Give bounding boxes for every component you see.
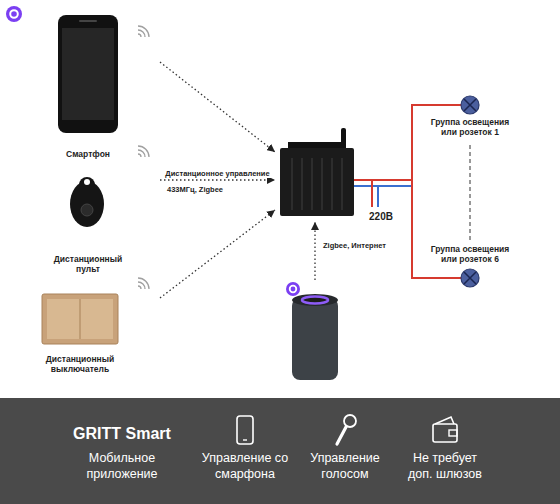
wifi-icon (138, 26, 149, 37)
wifi-arc (138, 282, 145, 289)
switch-split (79, 299, 80, 339)
wireless-link (160, 62, 275, 152)
smart-speaker-node (285, 280, 345, 384)
alice-icon-ring (10, 10, 18, 18)
power-wire (354, 180, 424, 278)
mic-icon (344, 415, 356, 427)
mains-wire (377, 186, 379, 207)
phone-icon-button (243, 439, 247, 440)
switch-keys (47, 299, 113, 339)
brand-name: GRITT Smart (52, 424, 192, 443)
module-ridges (292, 158, 342, 210)
lamp-cross (464, 99, 476, 111)
edge-label: Zigbee, Интернет (321, 241, 388, 250)
feature-caption: Не требует доп. шлюзов (405, 450, 485, 482)
node-label: Группа освещения или розеток 6 (426, 244, 514, 264)
feature-caption: Мобильное приложение (67, 450, 177, 482)
wifi-arc (138, 146, 149, 157)
mic-icon-handle (337, 427, 346, 444)
wallet-icon-flap (435, 417, 454, 424)
wallet-icon (433, 424, 457, 442)
ridge (331, 158, 333, 210)
switch-node: Дистанционный выключатель (30, 282, 160, 382)
relay-module-node (276, 126, 354, 221)
lamp-lead (424, 104, 461, 106)
node-label: Группа освещения или розеток 1 (426, 117, 514, 137)
node-label: Дистанционный пульт (48, 254, 128, 274)
lamp-group-node: Группа освещения или розеток 1 (424, 93, 516, 143)
power-wire (354, 105, 424, 180)
wireless-link (160, 210, 275, 298)
feature-caption: Управление со смарфона (197, 450, 293, 482)
voltage-label: 220В (361, 211, 401, 223)
wifi-arc (138, 26, 149, 37)
ridge (321, 158, 323, 210)
mains-wire (371, 180, 373, 207)
smartphone-screen (62, 28, 114, 120)
frequency-label: 433МГц, Zigbee (155, 185, 235, 194)
smartphone-body (58, 15, 118, 133)
wallet-icon-clasp (449, 430, 457, 436)
lamp-circle (461, 269, 479, 287)
wifi-icon (138, 278, 149, 289)
ridge (301, 158, 303, 210)
wifi-arc (138, 286, 141, 289)
phone-icon (237, 416, 253, 444)
node-label: Смартфон (48, 149, 128, 159)
speaker-light-ring (302, 296, 328, 303)
wifi-arc (138, 34, 141, 37)
feature-caption: Управление голосом (297, 450, 393, 482)
smart-speaker (292, 298, 338, 380)
smartphone-node: Смартфон (40, 12, 160, 163)
remote-body (70, 181, 104, 227)
alice-icon (286, 282, 300, 296)
neutral-wire (354, 185, 412, 187)
lamp-lead (424, 277, 461, 279)
wifi-arc (138, 150, 145, 157)
remote-node: Дистанционный пульт (40, 168, 160, 278)
ridge (341, 158, 343, 210)
connectors (160, 62, 470, 298)
ridge (311, 158, 313, 210)
lamp-circle (461, 96, 479, 114)
alice-icon-ring (290, 286, 297, 293)
lamp-cross (464, 272, 476, 284)
wireless-link (314, 222, 315, 280)
wifi-arc (138, 30, 145, 37)
speaker-top (292, 294, 338, 306)
wifi-arc (138, 278, 149, 289)
remote-button (81, 204, 93, 216)
alice-icon (6, 6, 22, 22)
feature-bar (0, 398, 560, 504)
wifi-icon (138, 146, 149, 157)
wireless-link (160, 179, 275, 180)
ridge (291, 158, 293, 210)
lamp-group-node: Группа освещения или розеток 6 (424, 244, 516, 290)
wifi-arc (138, 154, 141, 157)
smartphone-speaker (80, 20, 96, 22)
continuation-line (470, 145, 471, 242)
switch-frame (42, 294, 118, 344)
relay-module (280, 148, 354, 216)
node-label: Дистанционный выключатель (35, 354, 125, 374)
remote-hole (84, 179, 90, 185)
edge-label: Дистанционное управление (163, 169, 271, 178)
